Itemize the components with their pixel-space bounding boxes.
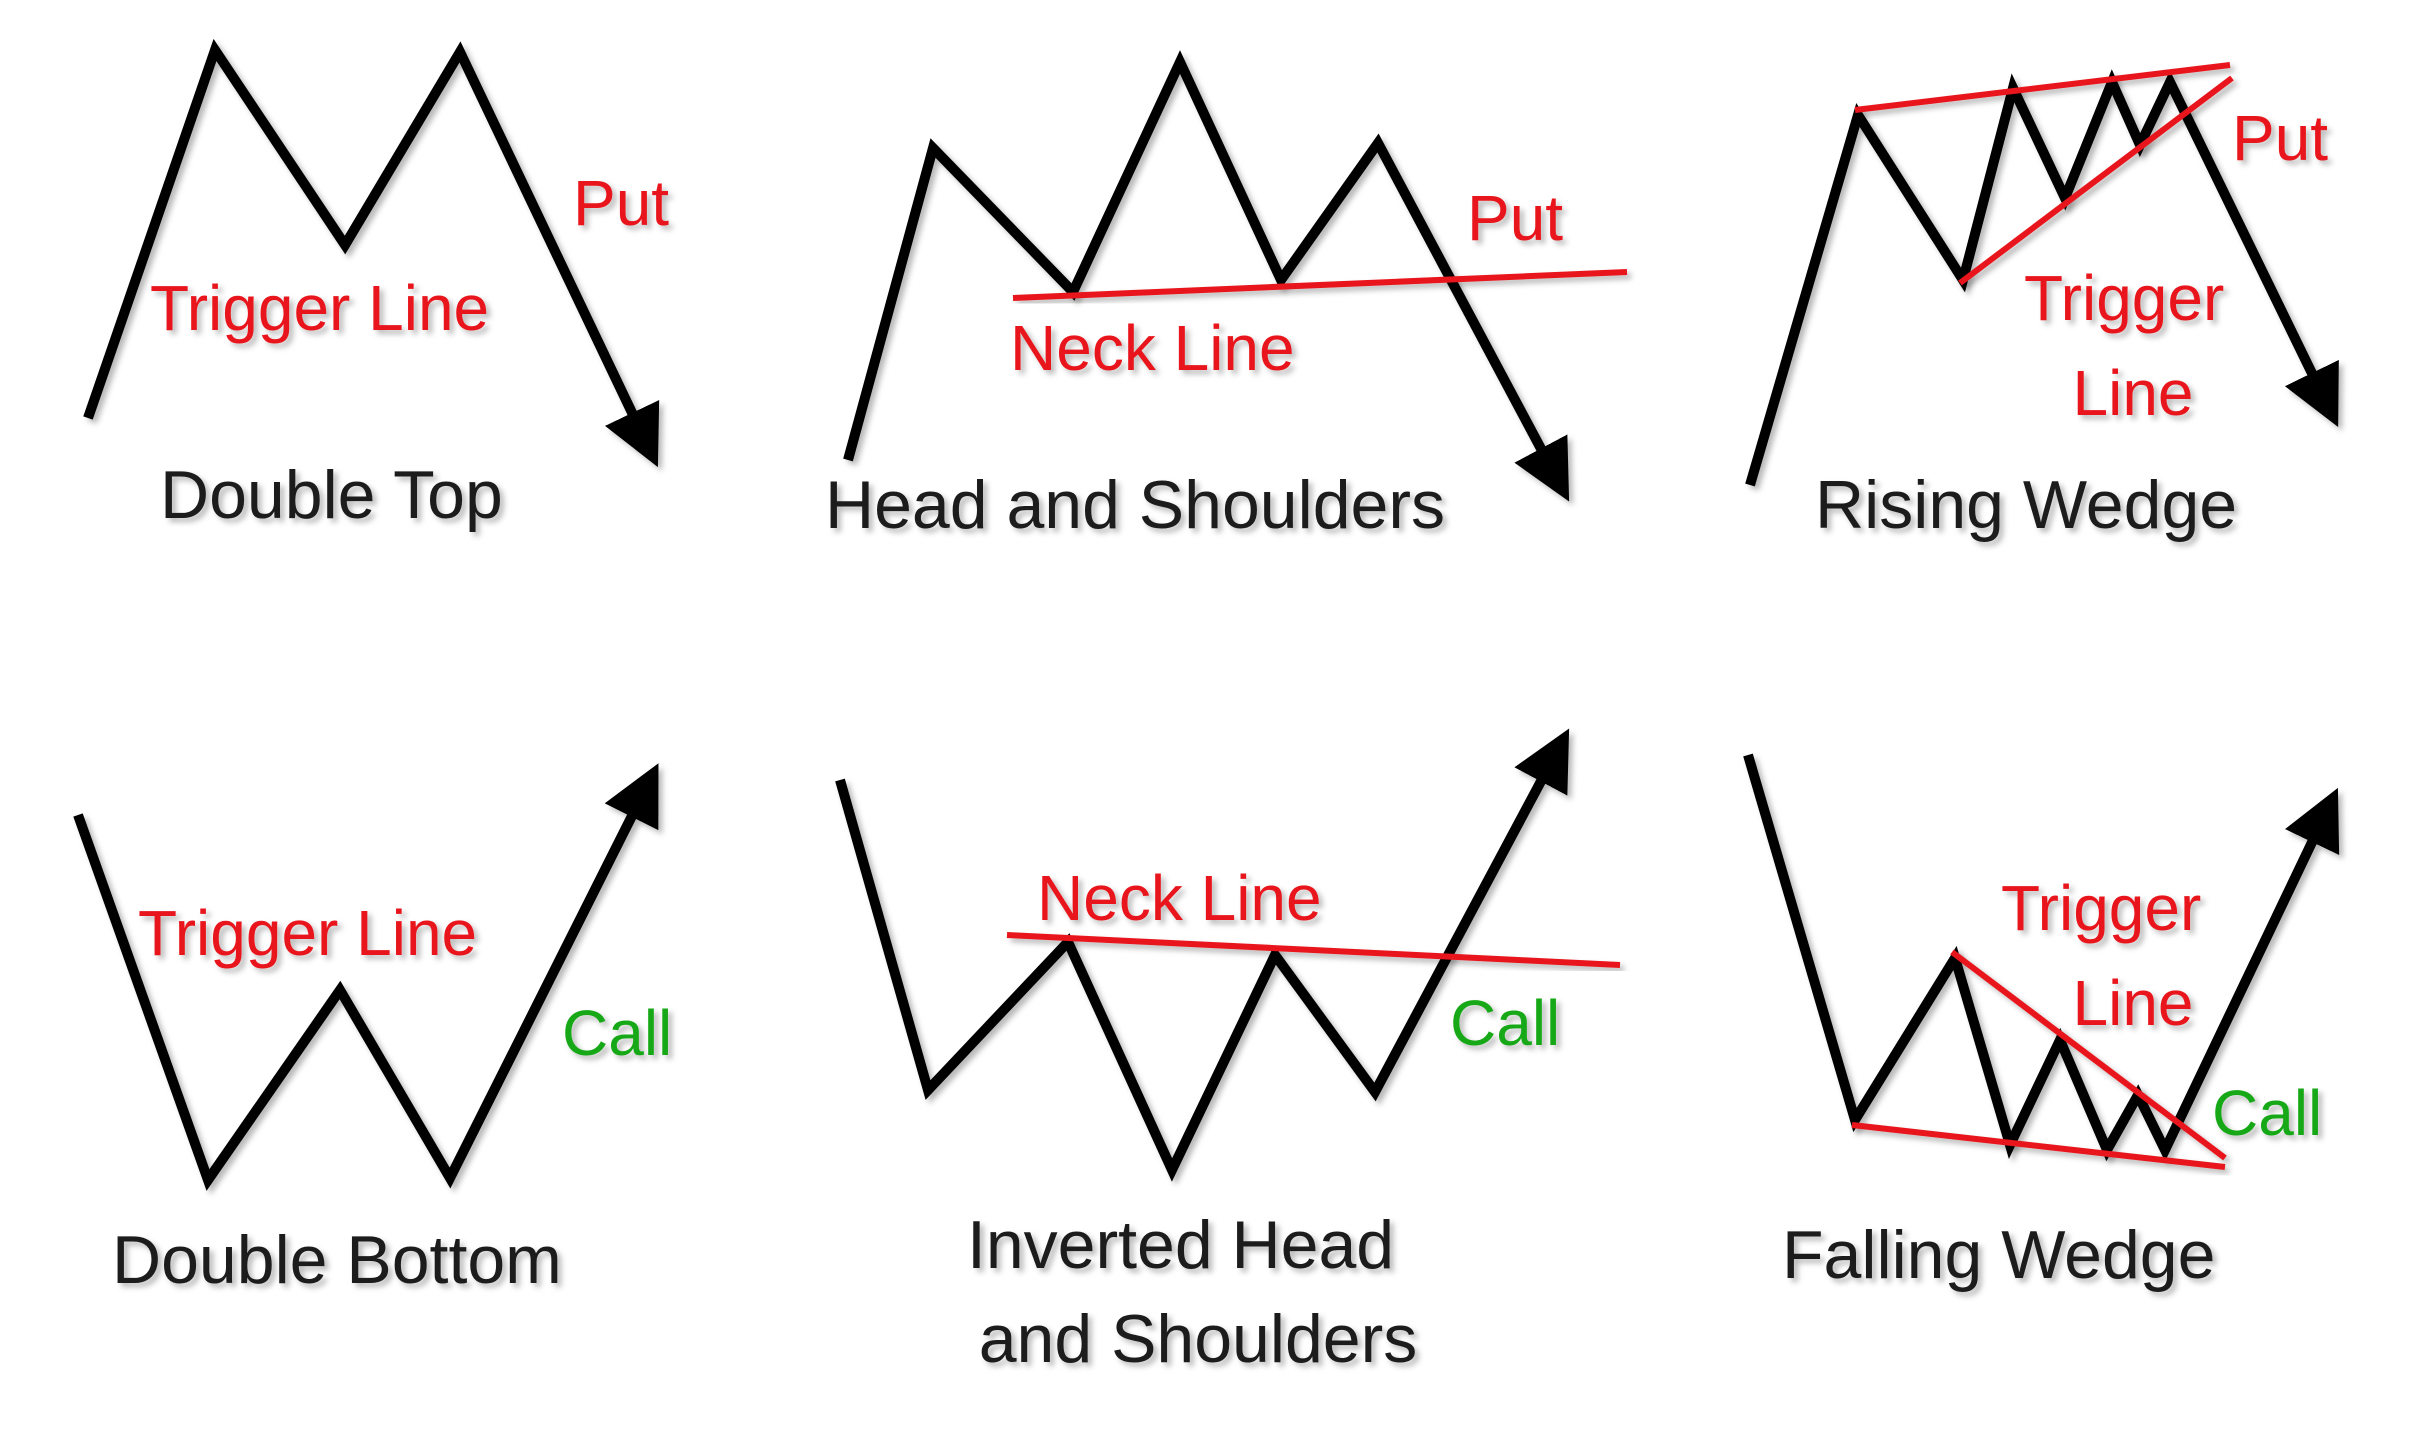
line-label: Trigger Line: [138, 897, 477, 969]
signal-label: Put: [2232, 102, 2328, 174]
line-label: Trigger Line: [2024, 262, 2242, 429]
line-label-line: Neck Line: [1037, 862, 1322, 934]
trigger-line: [1958, 75, 2234, 286]
pattern-title-line: Rising Wedge: [1815, 467, 2237, 543]
pattern-title: Falling Wedge: [1782, 1217, 2215, 1293]
signal-label: Put: [573, 167, 669, 239]
line-label-line: Trigger Line: [150, 272, 489, 344]
line-label-line: Trigger: [2024, 262, 2224, 334]
price-path: [1743, 753, 2340, 1162]
upper-trend-line: [1854, 62, 2231, 113]
price-path: [73, 763, 659, 1191]
signal-label: Call: [1450, 987, 1560, 1059]
price-path: [83, 38, 660, 468]
line-label-line: Neck Line: [1010, 312, 1295, 384]
lower-trend-line: [1851, 1122, 2226, 1170]
signal-label: Call: [562, 997, 672, 1069]
line-label-line: Trigger Line: [138, 897, 477, 969]
pattern-falling-wedge: Call Trigger Line Falling Wedge: [1743, 753, 2340, 1293]
pattern-double-top: Put Trigger Line Double Top: [83, 38, 740, 533]
line-label: Trigger Line: [150, 272, 489, 344]
line-label-line: Line: [2073, 967, 2194, 1039]
pattern-title-line: Head and Shoulders: [825, 467, 1445, 543]
pattern-title-line: Double Top: [160, 457, 503, 533]
line-label-line: Trigger: [2001, 872, 2201, 944]
line-label-line: Line: [2073, 357, 2194, 429]
price-path: [843, 50, 1570, 502]
pattern-rising-wedge: Put Trigger Line Rising Wedge: [1745, 62, 2339, 543]
line-label: Neck Line: [1037, 862, 1322, 934]
pattern-title: Head and Shoulders: [825, 467, 1445, 543]
line-label: Trigger Line: [2001, 872, 2219, 1039]
neck-line: [1006, 932, 1621, 968]
pattern-double-bottom: Call Trigger Line Double Bottom: [73, 763, 730, 1298]
pattern-title: Rising Wedge: [1815, 467, 2237, 543]
line-label: Neck Line: [1010, 312, 1295, 384]
neck-line: [1012, 269, 1628, 301]
pattern-title: Double Top: [160, 457, 503, 533]
trigger-line: [1950, 949, 2227, 1161]
pattern-title: Inverted Head and Shoulders: [967, 1207, 1417, 1377]
pattern-title-line: and Shoulders: [979, 1301, 1418, 1377]
pattern-title-line: Inverted Head: [967, 1207, 1394, 1283]
pattern-title-line: Double Bottom: [112, 1222, 562, 1298]
price-path: [835, 728, 1570, 1182]
pattern-head-and-shoulders: Put Neck Line Head and Shoulders: [825, 50, 1628, 543]
pattern-title: Double Bottom: [112, 1222, 562, 1298]
pattern-title-line: Falling Wedge: [1782, 1217, 2215, 1293]
signal-label: Call: [2212, 1077, 2322, 1149]
pattern-inverted-head-and-shoulders: Call Neck Line Inverted Head and Shoulde…: [835, 728, 1621, 1377]
price-path: [1745, 69, 2339, 487]
signal-label: Put: [1467, 182, 1563, 254]
